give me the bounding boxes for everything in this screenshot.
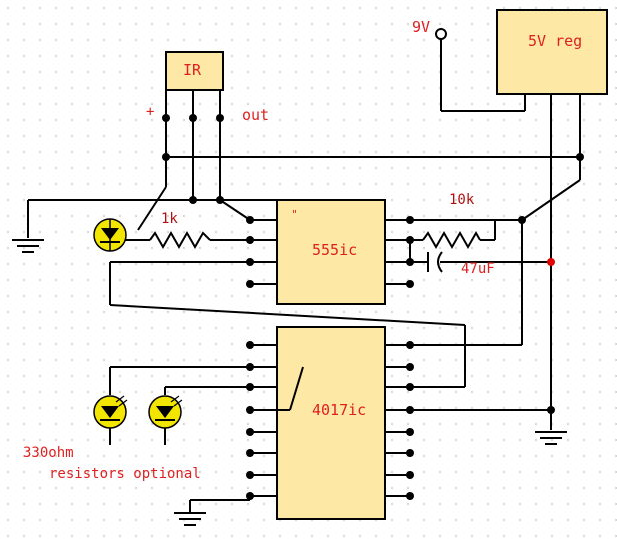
led-1-icon (93, 395, 128, 429)
ir-led-icon (93, 218, 127, 252)
ir-sensor-block (165, 51, 224, 91)
ground-icon-left (12, 239, 44, 253)
battery-terminal (435, 28, 447, 40)
ic-555-label: 555ic (312, 241, 358, 259)
resistor-10k-label: 10k (449, 192, 475, 208)
resistor-1k-label: 1k (161, 211, 178, 227)
capacitor-label: 47uF (461, 261, 495, 277)
junction-red-dot (547, 258, 555, 266)
ic-555-block (276, 199, 386, 305)
regulator-label: 5V reg (528, 32, 583, 50)
ground-icon-right (535, 431, 567, 445)
note-line-1: 330ohm (23, 445, 74, 461)
capacitor (427, 251, 443, 273)
ic-4017-block (276, 326, 386, 520)
ic-4017-label: 4017ic (312, 401, 367, 419)
resistor-1k (149, 230, 211, 250)
plus-label: + (146, 104, 155, 120)
note-line-2: resistors optional (49, 466, 201, 482)
ground-icon-bottom (174, 512, 206, 526)
led-2-icon (148, 395, 183, 429)
pin1-mark: " (292, 208, 297, 221)
resistor-10k (422, 230, 481, 250)
ir-label: IR (183, 61, 202, 79)
ic-4017-pins (250, 344, 412, 497)
junction-dots (106, 114, 584, 500)
out-label: out (242, 106, 270, 124)
voltage-regulator-block (496, 9, 608, 95)
voltage-9v-label: 9V (412, 18, 431, 36)
